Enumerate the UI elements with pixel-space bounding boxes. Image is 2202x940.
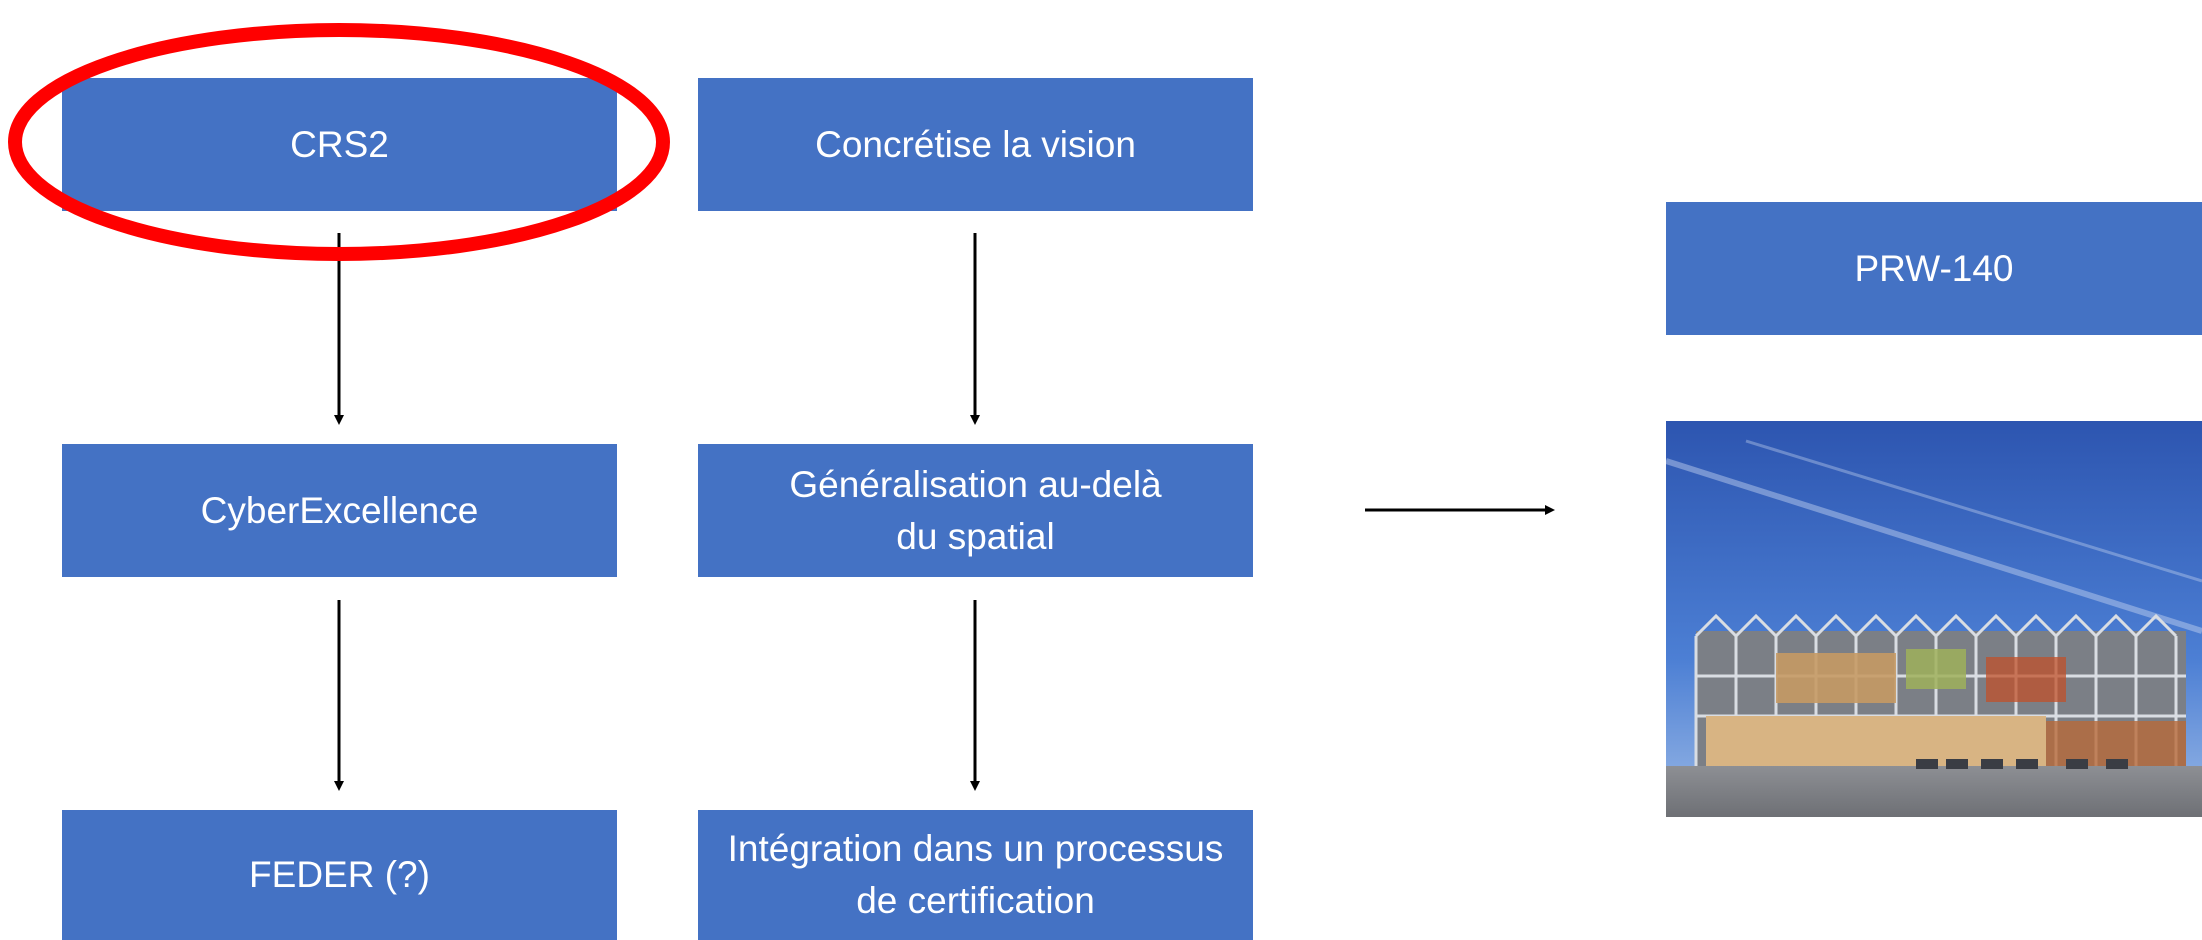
stadium-photo bbox=[1666, 421, 2202, 817]
box-crs2: CRS2 bbox=[62, 78, 617, 211]
box-prw-140: PRW-140 bbox=[1666, 202, 2202, 335]
box-feder-label: FEDER (?) bbox=[249, 854, 430, 896]
box-cyberexcellence-label: CyberExcellence bbox=[200, 489, 479, 531]
box-generalisation: Généralisation au-delà du spatial bbox=[698, 444, 1253, 577]
box-integration-label: Intégration dans un processus de certifi… bbox=[727, 828, 1224, 921]
stadium-photo-image bbox=[1666, 421, 2202, 817]
box-feder: FEDER (?) bbox=[62, 810, 617, 940]
box-crs2-label: CRS2 bbox=[290, 123, 389, 165]
box-cyberexcellence: CyberExcellence bbox=[62, 444, 617, 577]
box-prw-140-label: PRW-140 bbox=[1854, 247, 2014, 289]
box-vision: Concrétise la vision bbox=[698, 78, 1253, 211]
highlight-ellipse bbox=[8, 23, 670, 261]
box-generalisation-label: Généralisation au-delà du spatial bbox=[789, 463, 1162, 557]
box-vision-label: Concrétise la vision bbox=[815, 123, 1136, 165]
box-integration: Intégration dans un processus de certifi… bbox=[698, 810, 1253, 940]
